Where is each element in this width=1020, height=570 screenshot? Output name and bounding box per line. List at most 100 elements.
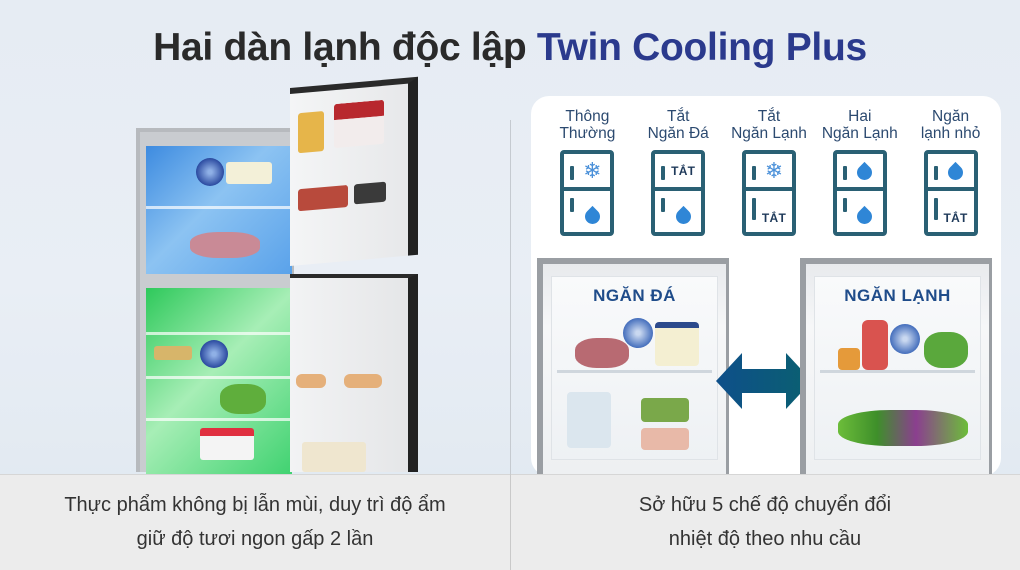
frozen-broccoli [641, 398, 689, 422]
fridge-mode-icon: TẮT [651, 150, 706, 236]
fridge-mode-icon [832, 150, 887, 236]
mode-label-line: Tắt [666, 108, 690, 125]
handle-icon [661, 166, 666, 180]
icon-divider [927, 187, 974, 191]
mode-label-line: Ngăn Lạnh [731, 125, 807, 142]
freezer-label: NGĂN ĐÁ [593, 286, 676, 305]
off-badge: TẮT [759, 206, 789, 230]
fridge-mode-icon: TẮT [923, 150, 978, 236]
snowflake-glyph: ❄ [764, 158, 784, 183]
drop-shape [672, 205, 694, 227]
snack-box [298, 111, 324, 154]
water-drop-icon [580, 202, 604, 227]
fridge-shelf [146, 332, 292, 335]
fridge-cabinet [136, 128, 294, 476]
handle-icon [661, 198, 666, 212]
fruit-pitcher [862, 320, 888, 370]
off-text: TẮT [943, 211, 968, 225]
icon-divider [836, 187, 883, 191]
fridge-mode-icon: ❄ TẮT [741, 150, 796, 236]
snowflake-glyph: ❄ [583, 158, 602, 183]
mode-label-line: Thường [559, 125, 616, 142]
snowflake-icon: ❄ [762, 159, 786, 183]
drop-shape [854, 205, 876, 227]
door-shelf-item [354, 181, 386, 205]
caption-divider [510, 474, 511, 570]
drop-shape [944, 161, 967, 183]
water-drop-icon [944, 158, 968, 183]
snowflake-icon: ❄ [580, 159, 604, 183]
frozen-meat [190, 232, 260, 258]
fridge-photo [132, 76, 428, 476]
juice-jar [838, 348, 860, 370]
mode-label-line: Ngăn [932, 108, 970, 125]
caption-line: nhiệt độ theo nhu cầu [668, 528, 862, 550]
chocolate-box [334, 99, 384, 149]
eggs [296, 374, 326, 388]
handle-icon [570, 198, 575, 212]
water-drop-icon [853, 158, 877, 183]
drop-shape [854, 161, 876, 183]
handle-icon [933, 198, 938, 220]
handle-icon [842, 166, 847, 180]
compartment-shelf [820, 370, 975, 373]
handle-icon [842, 198, 847, 212]
section-divider [510, 120, 511, 570]
off-text: TẮT [671, 164, 696, 178]
mode-label-line: Thông [565, 108, 610, 125]
cooling-fan-icon [890, 324, 920, 354]
drop-shape [581, 205, 603, 227]
icon-divider [655, 187, 702, 191]
frozen-meat [575, 338, 629, 368]
milk-cartons [302, 442, 366, 472]
fridge-compartment-photo: NGĂN LẠNH [800, 258, 992, 474]
off-badge: TẮT [941, 206, 971, 230]
fridge-door [290, 274, 418, 472]
right-caption: Sở hữu 5 chế độ chuyển đổi nhiệt độ theo… [510, 488, 1020, 556]
fridge-mode-icon: ❄ [560, 150, 615, 236]
cake [200, 428, 254, 460]
compartment-shelf [557, 370, 712, 373]
mode-label-line: Ngăn Lạnh [821, 125, 898, 142]
lettuce-bowl [924, 332, 968, 368]
left-caption: Thực phẩm không bị lẫn mùi, duy trì độ ẩ… [0, 488, 510, 556]
vegetables [220, 384, 266, 414]
food-tray [154, 346, 192, 360]
water-drop-icon [671, 202, 695, 227]
double-arrow-icon [716, 353, 812, 409]
handle-icon [933, 166, 938, 180]
cooling-fan-icon [196, 158, 224, 186]
freezer-shelf [146, 206, 292, 209]
freezer-compartment-photo: NGĂN ĐÁ [537, 258, 729, 474]
fridge-shelf [146, 376, 292, 379]
mode-label-line: Hai [848, 108, 872, 125]
off-badge: TẮT [668, 159, 698, 183]
caption-line: Thực phẩm không bị lẫn mùi, duy trì độ ẩ… [64, 494, 446, 516]
handle-icon [570, 166, 575, 180]
freezer-door [290, 76, 418, 266]
mode-label-line: Ngăn Đá [647, 125, 709, 142]
mode-label-line: Tắt [757, 108, 781, 125]
handle-icon [751, 198, 756, 220]
mode-label-line: lạnh nhỏ [920, 125, 981, 142]
cooling-fan-icon [623, 318, 653, 348]
ice-cream-tub [226, 162, 272, 184]
icon-divider [745, 187, 792, 191]
ice-cream-tub [655, 322, 699, 366]
door-shelf-item [298, 184, 348, 212]
page-title: Hai dàn lạnh độc lập Twin Cooling Plus [0, 20, 1020, 76]
icon-divider [564, 187, 611, 191]
vegetables [838, 410, 968, 446]
title-prefix: Hai dàn lạnh độc lập [153, 26, 537, 69]
